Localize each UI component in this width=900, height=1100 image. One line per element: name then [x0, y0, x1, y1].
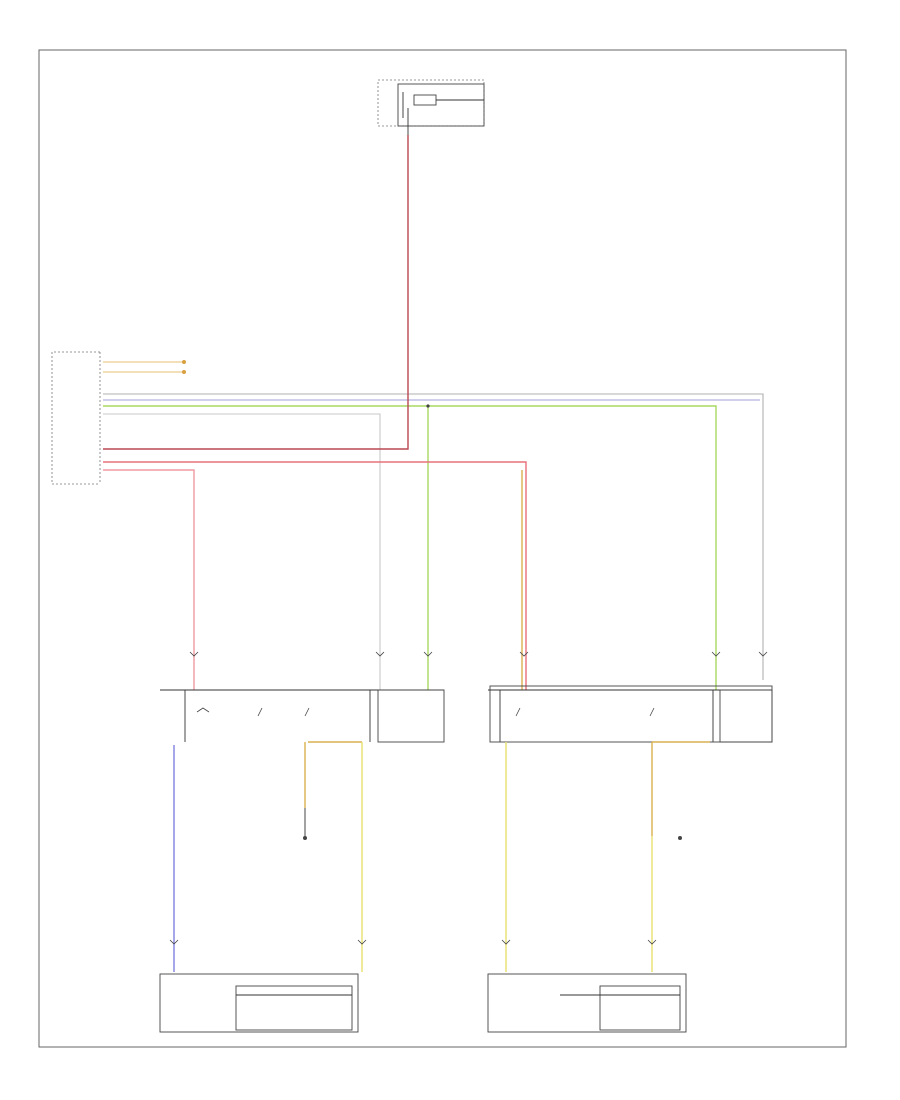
connector-arrow-icon [189, 651, 768, 657]
right-seat-module [488, 685, 773, 743]
ground-icon [678, 836, 682, 840]
right-seat-heater [487, 973, 687, 1033]
wire-grey-2 [103, 413, 381, 690]
wire-dark-red [103, 135, 409, 450]
wire-green-run [103, 405, 717, 690]
switch-icon [196, 707, 263, 717]
diagram-frame [38, 49, 847, 1048]
left-seat-heater [159, 973, 359, 1033]
switch-icon [515, 707, 521, 717]
switch-icon [649, 707, 655, 717]
switch-icon [304, 707, 310, 717]
control-module [51, 351, 101, 485]
wire-red-left [103, 469, 195, 690]
fuse-box-top [377, 79, 485, 135]
connector-arrow-icon [182, 360, 186, 374]
connector-arrow-icon [169, 939, 657, 945]
splice-green [426, 404, 430, 408]
left-seat-module [160, 689, 445, 743]
wire-red-right [103, 461, 527, 690]
wire-grey-top [103, 393, 764, 680]
ground-icon [303, 836, 307, 840]
